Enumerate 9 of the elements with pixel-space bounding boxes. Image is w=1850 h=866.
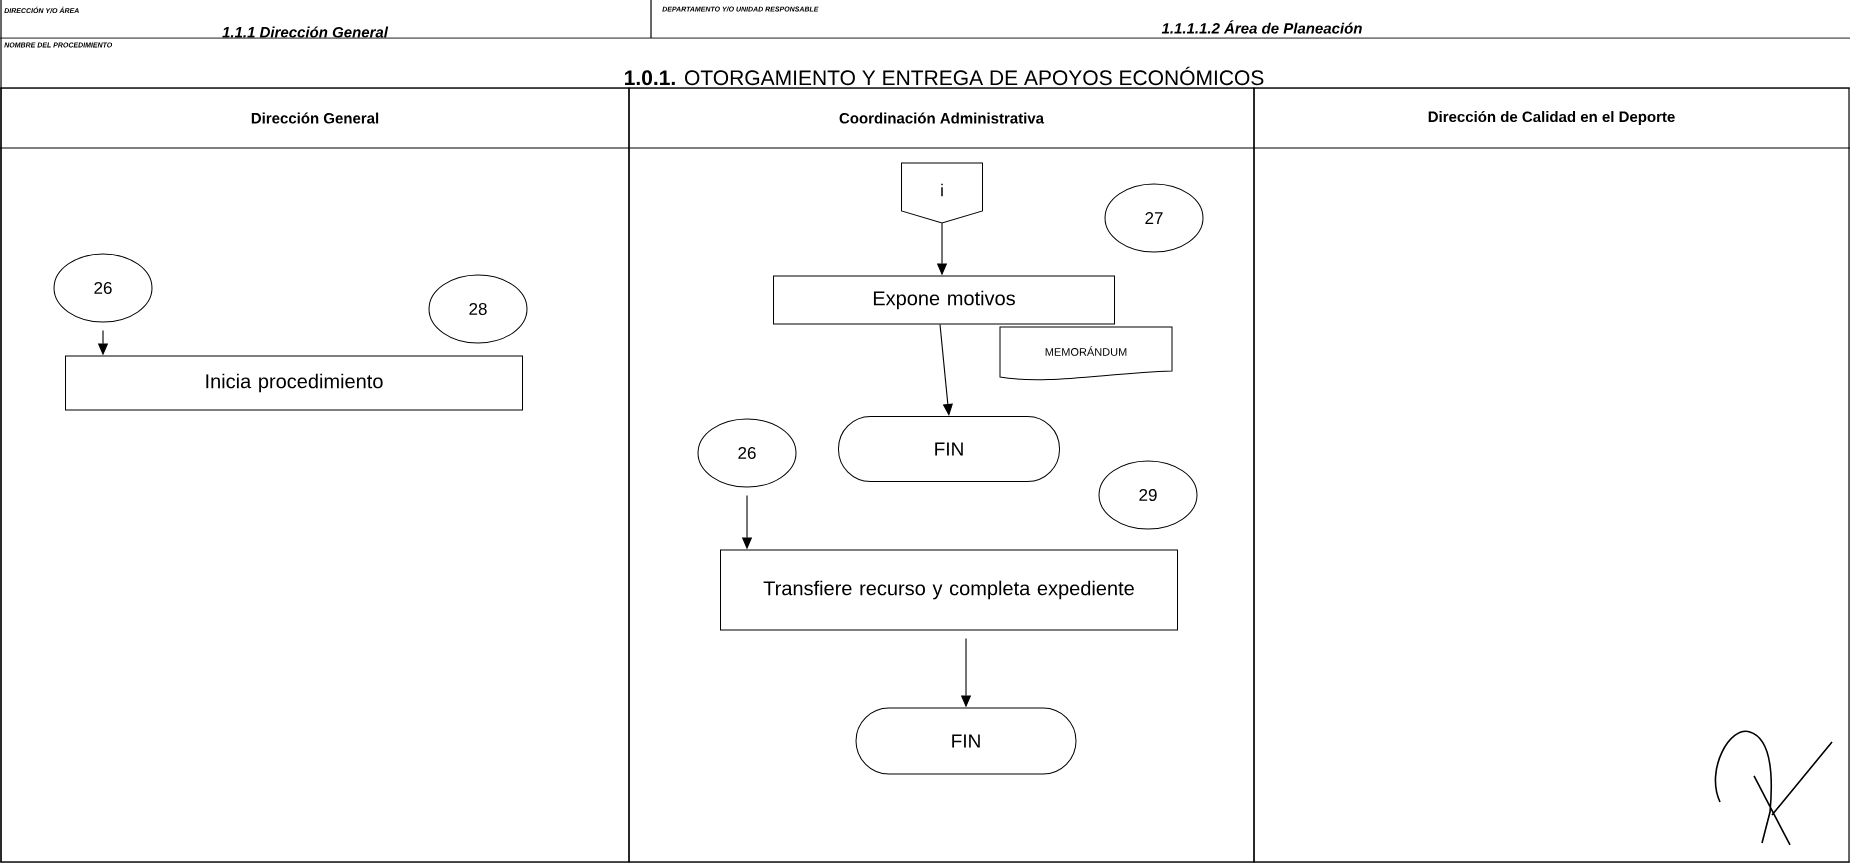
swimlane: Dirección de Calidad en el Deporte: [1253, 87, 1850, 863]
process-box: Inicia procedimiento: [65, 355, 523, 411]
procedure-title: 1.0.1. OTORGAMIENTO Y ENTREGA DE APOYOS ECONÓMICOS: [625, 66, 1264, 86]
process-box: Expone motivos: [773, 275, 1115, 325]
field-value: 1.1.1 Dirección General: [222, 26, 389, 38]
process-box: Transfiere recurso y completa expediente: [720, 549, 1178, 631]
arrow: [939, 323, 953, 416]
field-value: 1.1.1.1.2 Área de Planeación: [1161, 20, 1362, 34]
offpage-connector: i: [901, 162, 983, 224]
